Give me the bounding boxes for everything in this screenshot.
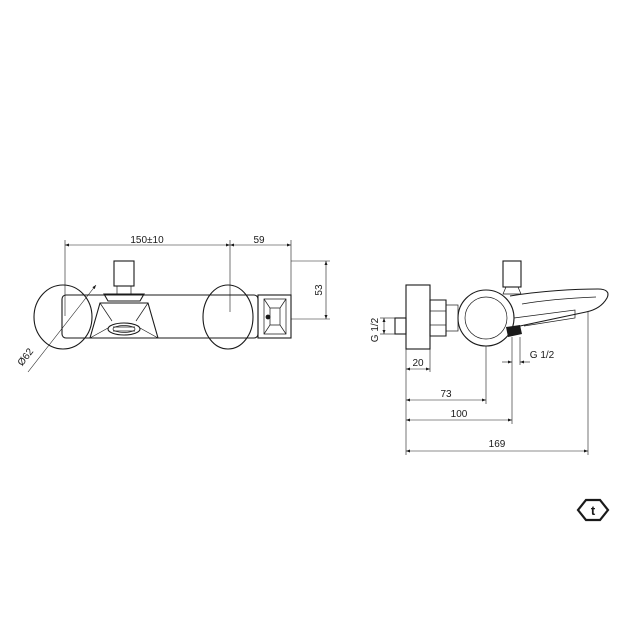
logo-icon [576,498,610,522]
dim-73-label: 73 [440,389,452,400]
wall-flange [405,284,431,350]
knob-marker [265,314,271,320]
lever-handle [113,260,135,287]
hex-nut [429,299,447,337]
side-lever [502,260,522,288]
outlet-thread-label: G 1/2 [530,350,555,361]
dim-right-label: 59 [253,235,265,246]
thermostat-knob [257,294,292,339]
side-view: G 1/2 20 G 1/2 73 100 169 [370,260,609,455]
brand-logo: t [576,498,610,522]
cartridge-cap [103,293,145,302]
inlet-pipe [394,317,407,335]
inlet-thread-label: G 1/2 [370,317,381,342]
diverter-housing [89,302,159,339]
left-wall-disc [33,284,93,350]
dim-diameter-leader [27,284,97,373]
spout [509,288,609,335]
front-view: 150±10 59 53 Ø62 [16,235,330,373]
right-wall-disc [202,284,254,350]
body-cylinder [457,289,515,347]
dim-100-label: 100 [451,409,468,420]
dim-169-label: 169 [489,439,506,450]
dim-20-label: 20 [412,358,424,369]
dim-height-label: 53 [314,284,325,296]
logo-letter: t [591,503,596,518]
outlet-nut [107,322,141,336]
dim-width-label: 150±10 [130,235,164,246]
diverter-knob [506,325,522,337]
